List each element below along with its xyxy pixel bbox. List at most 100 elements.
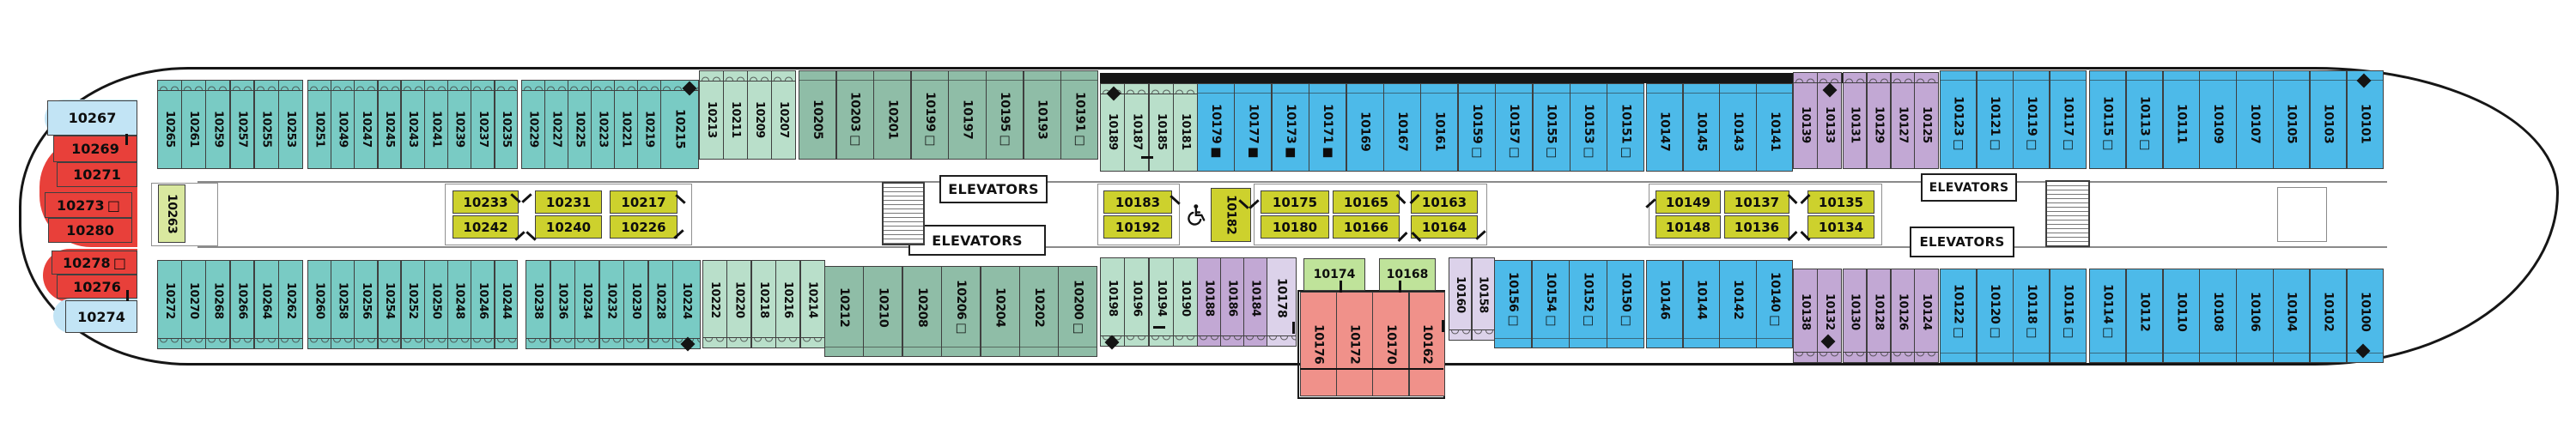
cabin-10266[interactable]: 10266 [229,260,255,349]
cabin-10238[interactable]: 10238 [526,260,551,349]
cabin-10211[interactable]: 10211 [723,70,748,160]
cabin-10221[interactable]: 10221 [614,80,638,169]
cabin-10152[interactable]: 10152 □ [1569,260,1607,348]
cabin-10105[interactable]: 10105 [2273,70,2311,169]
cabin-10273[interactable]: 10273 □ [45,192,132,218]
cabin-10271[interactable]: 10271 [57,162,137,187]
cabin-10115[interactable]: 10115 □ [2089,70,2127,169]
cabin-10147[interactable]: 10147 [1646,83,1684,172]
cabin-10187[interactable]: 10187 [1124,83,1150,172]
cabin-10182[interactable]: 10182 [1211,188,1251,242]
cabin-10199[interactable]: 10199 □ [910,70,949,160]
cabin-10250[interactable]: 10250 [424,260,448,349]
cabin-10227[interactable]: 10227 [544,80,568,169]
cabin-10192[interactable]: 10192 [1103,215,1172,239]
cabin-10177[interactable]: 10177 ■ [1234,83,1273,172]
cabin-10148[interactable]: 10148 [1656,215,1721,239]
cabin-10241[interactable]: 10241 [424,80,448,169]
cabin-10114[interactable]: 10114 □ [2089,269,2127,363]
cabin-10130[interactable]: 10130 [1843,269,1868,363]
cabin-10143[interactable]: 10143 [1719,83,1757,172]
cabin-10137[interactable]: 10137 [1724,190,1789,214]
cabin-10135[interactable]: 10135 [1807,190,1874,214]
cabin-10140[interactable]: 10140 □ [1756,260,1794,348]
cabin-10186[interactable]: 10186 [1220,257,1244,347]
cabin-10161[interactable]: 10161 [1420,83,1459,172]
cabin-10145[interactable]: 10145 [1682,83,1720,172]
cabin-10139[interactable]: 10139 [1793,72,1818,169]
cabin-10125[interactable]: 10125 [1914,72,1939,169]
cabin-10157[interactable]: 10157 □ [1495,83,1534,172]
cabin-10216[interactable]: 10216 [775,260,801,348]
cabin-10218[interactable]: 10218 [750,260,776,348]
cabin-10213[interactable]: 10213 [699,70,724,160]
cabin-10254[interactable]: 10254 [377,260,402,349]
cabin-10103[interactable]: 10103 [2309,70,2348,169]
cabin-10142[interactable]: 10142 [1719,260,1757,348]
cabin-10173[interactable]: 10173 ■ [1271,83,1309,172]
cabin-10253[interactable]: 10253 [278,80,303,169]
cabin-10209[interactable]: 10209 [747,70,772,160]
cabin-10151[interactable]: 10151 □ [1607,83,1645,172]
cabin-10144[interactable]: 10144 [1682,260,1720,348]
cabin-10272[interactable]: 10272 [157,260,182,349]
cabin-10159[interactable]: 10159 □ [1457,83,1496,172]
cabin-10226[interactable]: 10226 [610,215,677,239]
cabin-10141[interactable]: 10141 [1756,83,1794,172]
cabin-10212[interactable]: 10212 [824,266,864,357]
cabin-10259[interactable]: 10259 [205,80,231,169]
cabin-10268[interactable]: 10268 [205,260,231,349]
cabin-10229[interactable]: 10229 [521,80,545,169]
cabin-10234[interactable]: 10234 [574,260,600,349]
cabin-10202[interactable]: 10202 [1019,266,1059,357]
cabin-10110[interactable]: 10110 [2162,269,2200,363]
cabin-10258[interactable]: 10258 [331,260,355,349]
cabin-10178[interactable]: 10178 [1267,257,1297,347]
cabin-10193[interactable]: 10193 [1023,70,1061,160]
cabin-10248[interactable]: 10248 [447,260,471,349]
cabin-10261[interactable]: 10261 [181,80,206,169]
cabin-10107[interactable]: 10107 [2236,70,2274,169]
cabin-10197[interactable]: 10197 [948,70,987,160]
cabin-10231[interactable]: 10231 [535,190,602,214]
cabin-10162[interactable]: 10162 [1408,292,1446,396]
cabin-10208[interactable]: 10208 [902,266,942,357]
cabin-10243[interactable]: 10243 [400,80,425,169]
cabin-10100[interactable]: 10100 [2346,269,2384,363]
cabin-10240[interactable]: 10240 [535,215,602,239]
cabin-10126[interactable]: 10126 [1890,269,1915,363]
cabin-10224[interactable]: 10224 [672,260,701,349]
cabin-10194[interactable]: 10194 [1148,257,1174,347]
cabin-10217[interactable]: 10217 [610,190,677,214]
cabin-10129[interactable]: 10129 [1866,72,1892,169]
cabin-10150[interactable]: 10150 □ [1607,260,1645,348]
cabin-10228[interactable]: 10228 [647,260,673,349]
cabin-10255[interactable]: 10255 [253,80,279,169]
cabin-10158[interactable]: 10158 [1471,257,1495,341]
cabin-10278[interactable]: 10278 □ [52,251,137,275]
cabin-10205[interactable]: 10205 [799,70,837,160]
cabin-10188[interactable]: 10188 [1197,257,1221,347]
cabin-10204[interactable]: 10204 [980,266,1020,357]
cabin-10264[interactable]: 10264 [253,260,279,349]
cabin-10160[interactable]: 10160 [1449,257,1473,341]
cabin-10113[interactable]: 10113 □ [2125,70,2164,169]
cabin-10191[interactable]: 10191 □ [1060,70,1099,160]
cabin-10244[interactable]: 10244 [494,260,519,349]
cabin-10203[interactable]: 10203 □ [835,70,874,160]
cabin-10118[interactable]: 10118 □ [2013,269,2050,363]
cabin-10168[interactable]: 10168 [1379,258,1436,291]
cabin-10215[interactable]: 10215 [660,80,699,169]
cabin-10127[interactable]: 10127 [1890,72,1915,169]
cabin-10198[interactable]: 10198 [1100,257,1125,347]
cabin-10155[interactable]: 10155 □ [1532,83,1571,172]
cabin-10270[interactable]: 10270 [181,260,206,349]
cabin-10174[interactable]: 10174 [1303,258,1365,291]
cabin-10195[interactable]: 10195 □ [986,70,1024,160]
cabin-10225[interactable]: 10225 [568,80,592,169]
cabin-10128[interactable]: 10128 [1866,269,1892,363]
cabin-10263[interactable]: 10263 [158,184,185,243]
cabin-10172[interactable]: 10172 [1336,292,1373,396]
cabin-10136[interactable]: 10136 [1724,215,1789,239]
cabin-10235[interactable]: 10235 [494,80,519,169]
